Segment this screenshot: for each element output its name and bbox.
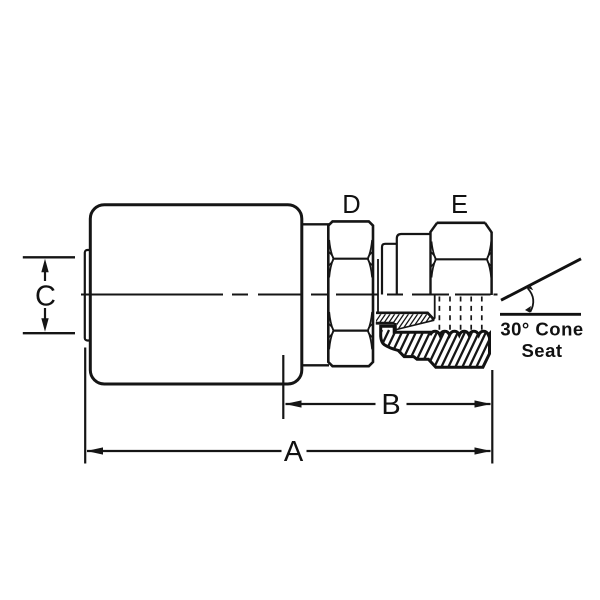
- svg-text:A: A: [284, 436, 304, 468]
- svg-text:B: B: [381, 389, 400, 421]
- svg-text:C: C: [35, 281, 56, 313]
- svg-text:Seat: Seat: [521, 340, 562, 361]
- svg-text:E: E: [451, 191, 468, 219]
- svg-text:30° Cone: 30° Cone: [500, 319, 583, 340]
- svg-text:D: D: [342, 191, 360, 219]
